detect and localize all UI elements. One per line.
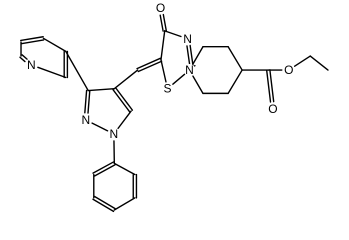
- single-bond: [227, 46, 243, 71]
- single-bond: [192, 75, 204, 95]
- double-bond-line: [136, 57, 162, 70]
- double-bond-line: [21, 54, 28, 60]
- double-bond-line: [92, 198, 115, 213]
- atom-label-backdrop: [79, 113, 92, 126]
- atom-label-n: N: [110, 127, 119, 141]
- atom-label-backdrop: [183, 64, 196, 77]
- atom-label-backdrop: [107, 127, 120, 140]
- atom-label-backdrop: [282, 64, 295, 77]
- single-bond: [91, 122, 109, 132]
- atom-label-o: O: [268, 102, 277, 116]
- single-bond: [160, 30, 166, 61]
- double-bond-line: [20, 39, 45, 45]
- atom-label-n: N: [82, 113, 91, 127]
- atom-label-s: S: [163, 82, 171, 96]
- double-bond-line: [265, 69, 272, 103]
- double-bond-line: [137, 60, 163, 73]
- double-bond-line: [19, 56, 26, 63]
- double-bond-line: [162, 13, 167, 32]
- single-bond: [163, 30, 182, 38]
- atom-label-n: N: [183, 32, 192, 46]
- double-bond-line: [93, 195, 116, 210]
- single-bond: [117, 110, 132, 130]
- double-bond-line: [159, 14, 164, 32]
- atom-label-backdrop: [161, 82, 174, 95]
- atom-label-n: N: [27, 58, 36, 72]
- double-bond-line: [269, 69, 275, 103]
- atom-label-backdrop: [181, 32, 194, 45]
- single-bond: [309, 55, 329, 71]
- single-bond: [87, 88, 116, 92]
- single-bond: [293, 55, 311, 67]
- single-bond: [113, 162, 136, 176]
- atom-label-o: O: [284, 63, 293, 77]
- single-bond: [113, 69, 139, 90]
- single-bond: [160, 59, 167, 83]
- double-bond-line: [87, 89, 91, 114]
- atom-label-backdrop: [154, 2, 167, 14]
- double-bond-line: [92, 161, 115, 174]
- bond-layer: [19, 13, 329, 213]
- atom-label-backdrop: [266, 102, 279, 115]
- single-bond: [37, 66, 67, 79]
- double-bond-line: [20, 36, 44, 42]
- double-bond-line: [84, 89, 88, 114]
- double-bond-line: [112, 88, 131, 113]
- single-bond: [65, 50, 89, 92]
- atom-label-backdrop: [25, 58, 38, 71]
- single-bond: [227, 69, 243, 95]
- single-bond: [42, 37, 67, 53]
- atom-label-o: O: [156, 1, 165, 15]
- single-bond: [192, 46, 204, 65]
- double-bond-line: [93, 164, 116, 177]
- double-bond-line: [114, 87, 134, 111]
- atom-label-n: N: [185, 63, 194, 77]
- single-bond: [113, 197, 136, 211]
